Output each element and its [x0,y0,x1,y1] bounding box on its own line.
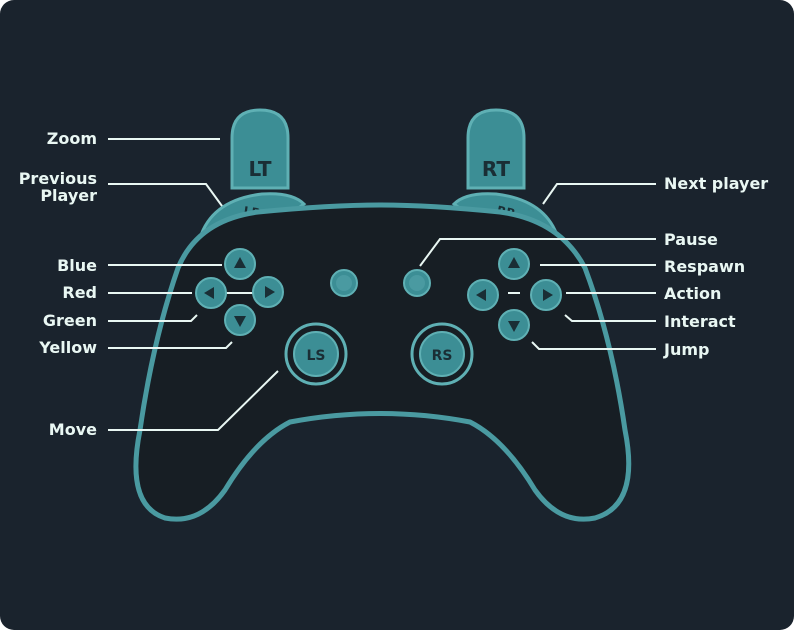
right-stick: RS [410,322,474,386]
previous-player-label-line2: Player [40,186,97,205]
action-label: Action [664,284,721,303]
pause-button-inner [409,275,425,291]
right-trigger: RT [466,108,526,190]
jump-button [498,309,530,341]
select-button-inner [336,275,352,291]
rt-label: RT [482,157,511,181]
pause-label: Pause [664,230,718,249]
lt-label: LT [248,157,271,181]
rs-label: RS [432,348,453,364]
zoom-label: Zoom [47,129,97,148]
yellow-label: Yellow [38,338,97,357]
move-line [108,370,279,431]
leader-lines [108,138,656,431]
red-label: Red [62,283,97,302]
left-stick: LS [284,322,348,386]
yellow-line [108,341,233,349]
previous-player-line [108,183,223,207]
red-button [195,277,227,309]
green-label: Green [43,311,97,330]
ls-label: LS [306,348,325,364]
green-line [108,314,198,322]
yellow-button [224,304,256,336]
green-button-right [252,276,284,308]
jump-label: Jump [663,340,709,359]
jump-line [531,341,656,350]
interact-label: Interact [664,312,736,331]
action-left-button [467,279,499,311]
right-button-cluster [467,248,562,341]
previous-player-label-line1: Previous [19,169,97,188]
blue-button [224,248,256,280]
respawn-label: Respawn [664,257,745,276]
left-trigger: LT [230,108,290,190]
blue-label: Blue [57,256,97,275]
interact-line [564,314,656,322]
respawn-button [498,248,530,280]
next-player-label: Next player [664,174,768,193]
next-player-line [542,183,656,205]
move-label: Move [49,420,97,439]
left-button-cluster [195,248,284,336]
pause-line [419,238,656,267]
action-button [530,279,562,311]
